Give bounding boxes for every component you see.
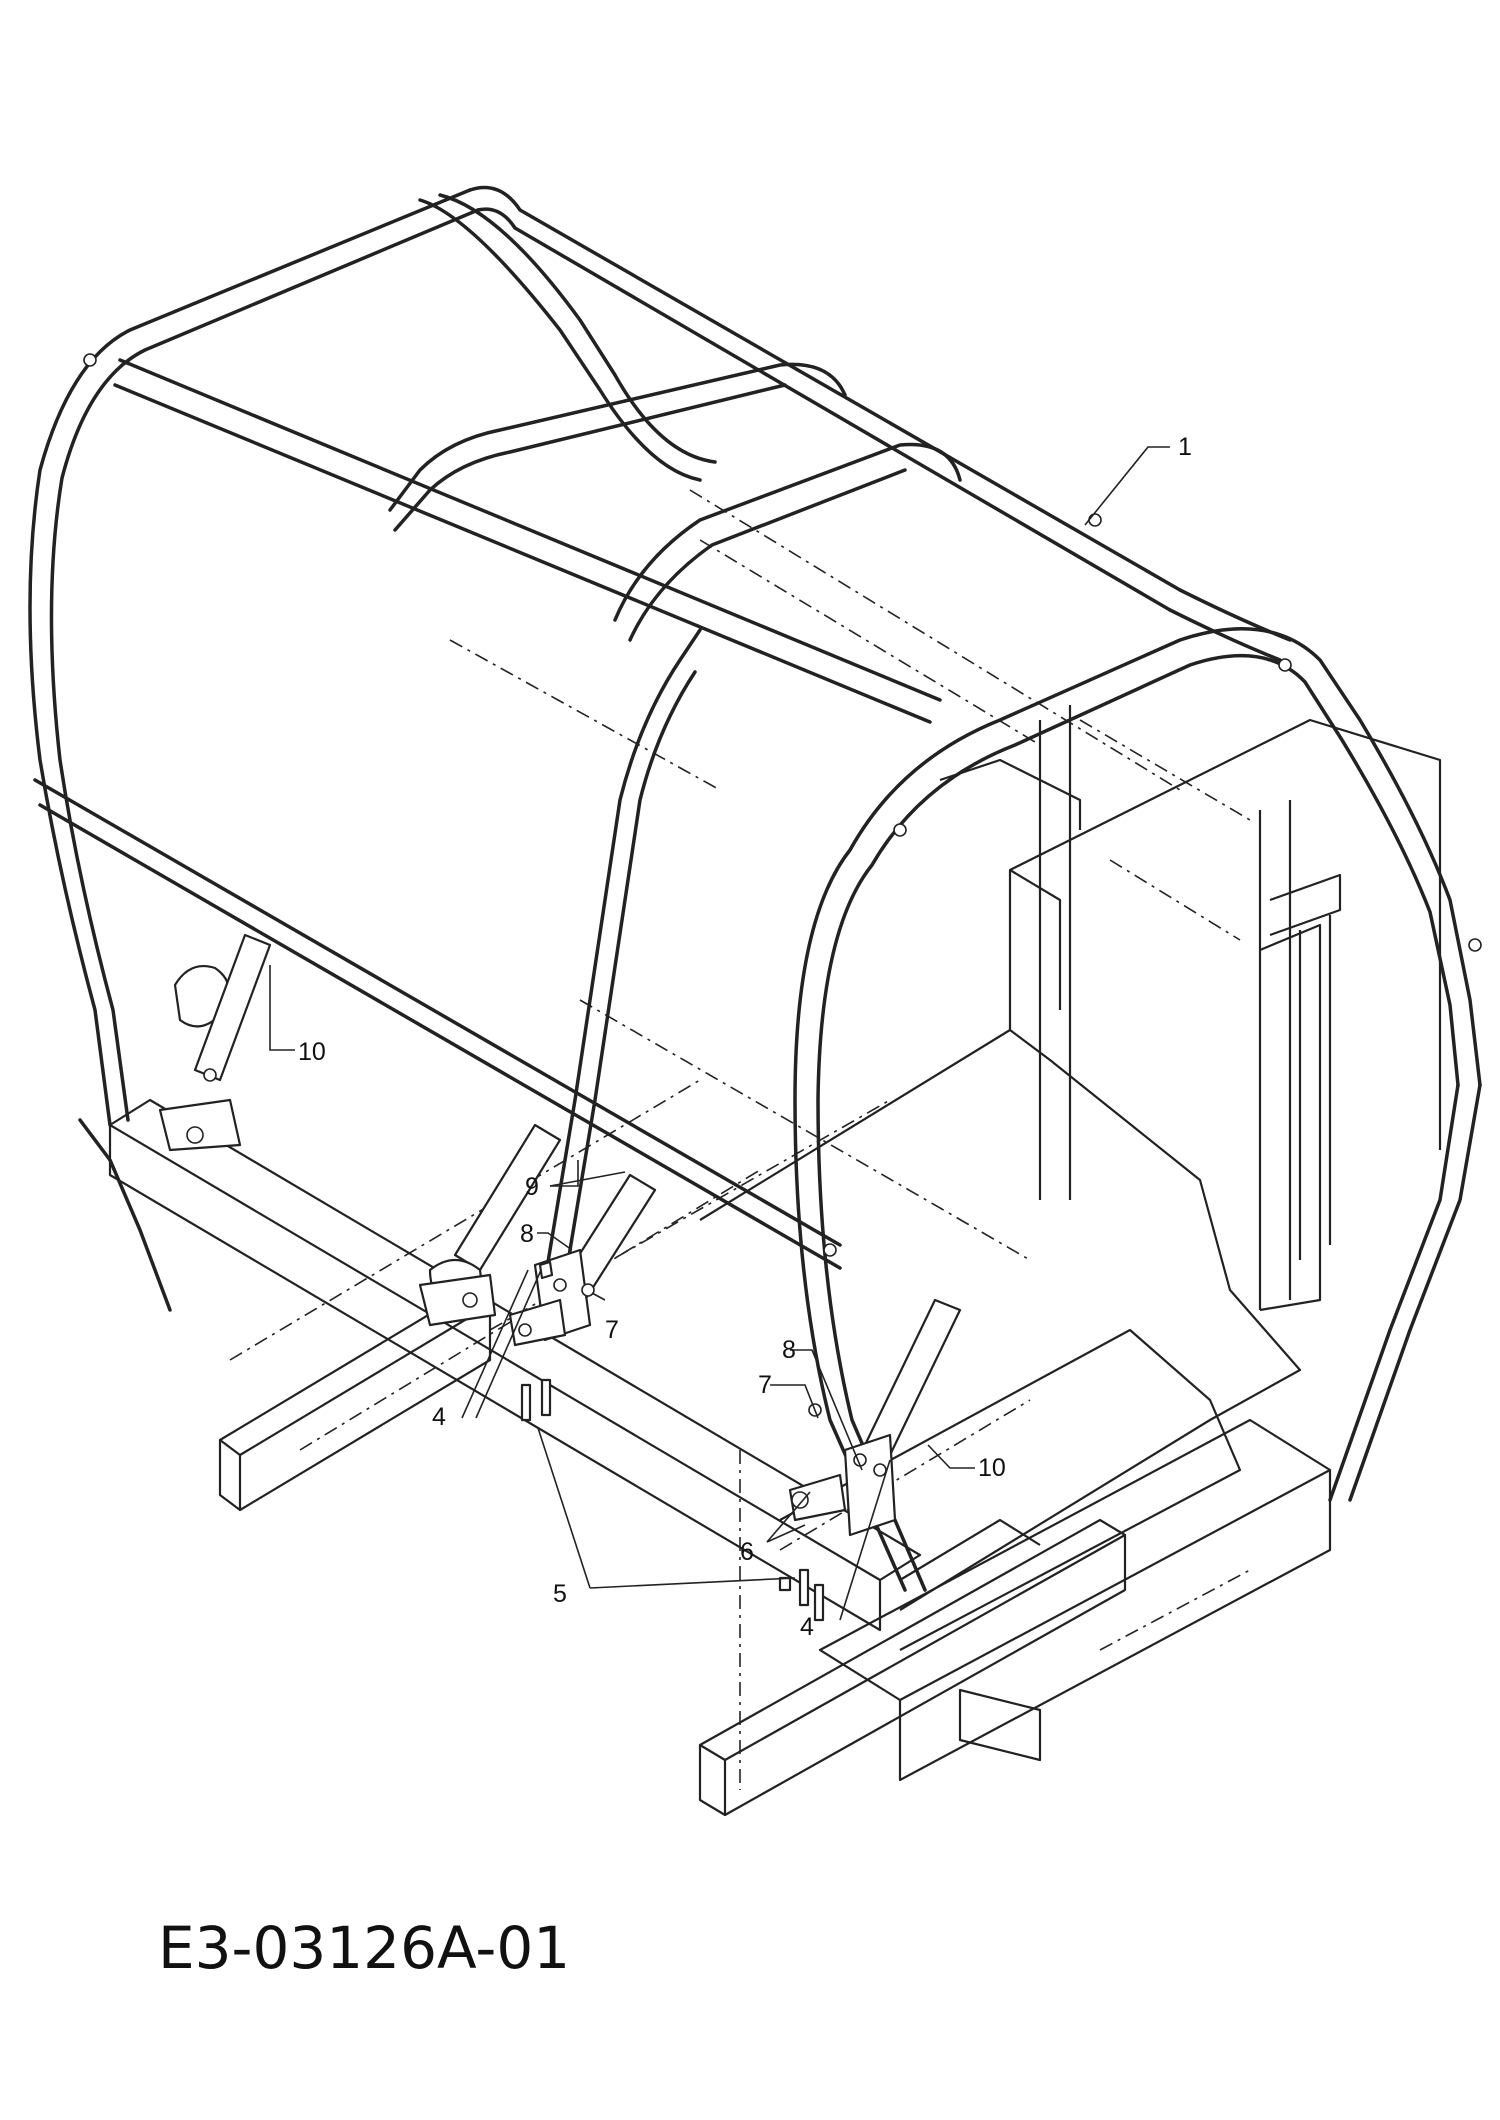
- roll-cage: [28, 185, 1482, 1592]
- callout-7-front: 7: [758, 1371, 772, 1399]
- callout-8-center: 8: [520, 1220, 534, 1248]
- callout-4-center: 4: [432, 1403, 446, 1431]
- callout-6: 6: [740, 1538, 754, 1566]
- callout-leaders: [269, 446, 1170, 1621]
- callout-7-center: 7: [605, 1316, 619, 1344]
- callout-5: 5: [553, 1580, 567, 1608]
- callout-10-rear: 10: [298, 1038, 326, 1066]
- chassis-frame: [108, 705, 1442, 1817]
- callout-9: 9: [525, 1173, 539, 1201]
- callout-4-front: 4: [800, 1613, 814, 1641]
- drawing-code: E3-03126A-01: [158, 1914, 570, 1982]
- center-seat-belt-pair: [418, 1123, 657, 1422]
- front-right-seat-belt: [778, 1298, 962, 1622]
- callout-labels: 1 10 9 8 7 4 8 7 10 6 5 4: [298, 433, 1192, 1641]
- rear-left-seat-belt: [158, 933, 272, 1152]
- callout-1: 1: [1178, 433, 1192, 461]
- callout-8-front: 8: [782, 1336, 796, 1364]
- callout-10-front: 10: [978, 1454, 1006, 1482]
